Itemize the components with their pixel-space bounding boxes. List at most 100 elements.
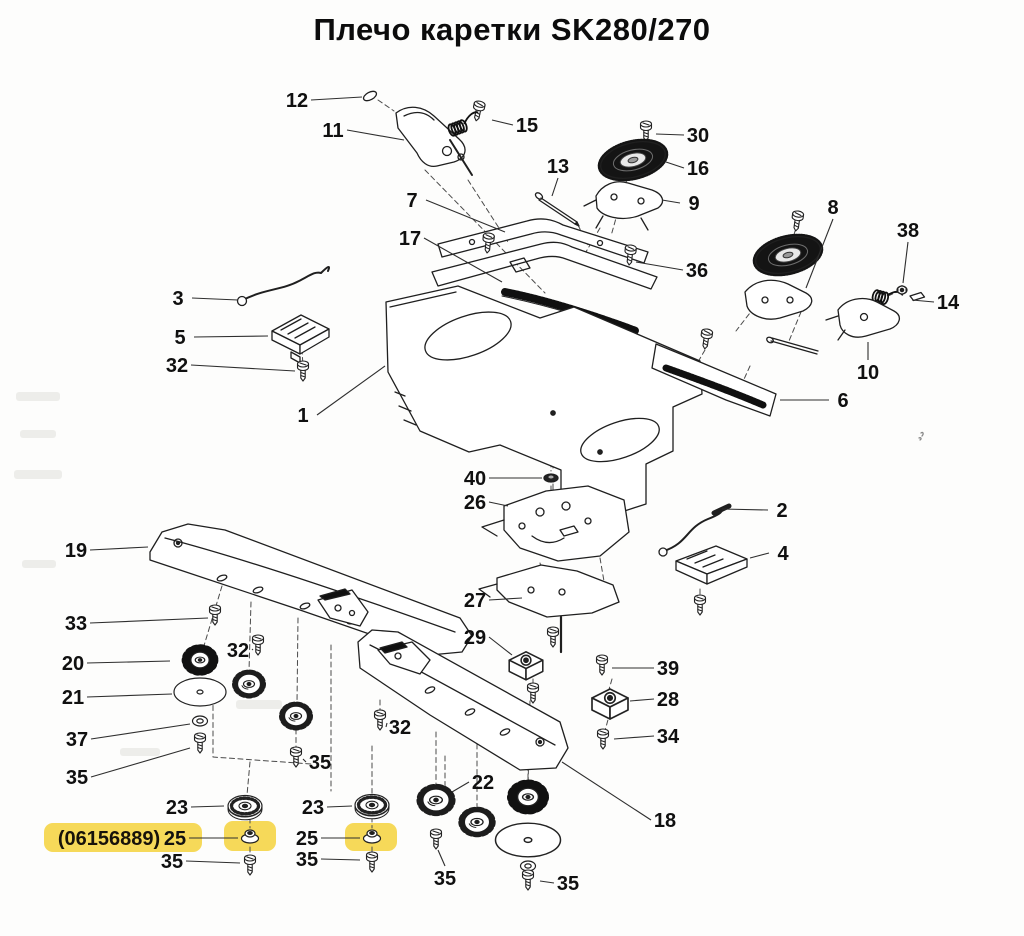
part-8-brush-assembly	[744, 209, 828, 320]
callout-35-label: 35	[161, 851, 183, 873]
callout-34-label: 34	[657, 726, 680, 748]
callout-5-label: 5	[174, 327, 185, 349]
callout-13-label: 13	[547, 156, 569, 178]
part-2-wire	[658, 503, 732, 557]
page-title: Плечо каретки SK280/270	[313, 12, 711, 47]
callout-23-label: 23	[166, 797, 188, 819]
callout-35-label: 35	[296, 849, 318, 871]
callout-32-label: 32	[389, 717, 411, 739]
callout-11-leader	[346, 129, 405, 141]
callout-8-label: 8	[827, 197, 838, 219]
part-26-plate	[481, 485, 630, 562]
callout-28-leader	[629, 698, 655, 702]
callout-14-leader	[911, 299, 935, 303]
callout-30-label: 30	[687, 125, 709, 147]
callout-2-label: 2	[776, 500, 787, 522]
part-27-plate	[478, 564, 620, 654]
callout-6-label: 6	[837, 390, 848, 412]
callout-15-leader	[491, 119, 514, 126]
callout-35-leader	[90, 747, 191, 778]
callout-14-label: 14	[937, 292, 960, 314]
callout-4-leader	[749, 552, 770, 559]
callout-1-leader	[316, 365, 386, 416]
callout-22-label: 22	[472, 772, 494, 794]
callout-13-leader	[551, 177, 559, 197]
callout-21-label: 21	[62, 687, 84, 709]
callout-35-label: 35	[557, 873, 579, 895]
scan-artifacts	[14, 392, 282, 756]
callout-35-leader	[437, 849, 446, 867]
callout-20-leader	[86, 660, 171, 664]
part-4-block	[675, 545, 748, 616]
callout-35-label: 35	[66, 767, 88, 789]
callout-35-leader	[320, 858, 361, 861]
callout-9-label: 9	[688, 193, 699, 215]
callout-32-leader	[190, 364, 296, 372]
callout-27-leader	[488, 597, 523, 601]
callout-23-leader	[190, 805, 225, 808]
callout-11-label: 11	[322, 120, 343, 142]
callout-10-label: 10	[857, 362, 879, 384]
callout-25-label: 25	[296, 828, 318, 850]
callout-19-label: 19	[65, 540, 87, 562]
callout-15-label: 15	[516, 115, 538, 137]
callout-29-label: 29	[464, 627, 486, 649]
part-29-block	[508, 650, 544, 704]
callout-37-leader	[90, 723, 191, 740]
part-28-block	[591, 654, 629, 750]
callout-16-leader	[665, 161, 685, 169]
callout-26-leader	[488, 501, 509, 507]
callout-35-leader	[302, 758, 307, 763]
callout-9-leader	[661, 199, 681, 204]
callout-30-leader	[655, 133, 685, 136]
callout-39-label: 39	[657, 658, 679, 680]
part-19-arm	[149, 523, 473, 656]
part-18-arm	[357, 629, 569, 771]
highlight-box-code	[44, 823, 202, 852]
callout-32-label: 32	[227, 640, 249, 662]
callout-20-label: 20	[62, 653, 84, 675]
callout-4-label: 4	[777, 543, 789, 565]
callout-38-leader	[902, 241, 909, 284]
callout-27-label: 27	[464, 590, 486, 612]
callout-32-leader	[385, 722, 388, 728]
callout-32-leader	[251, 648, 254, 651]
callout-34-leader	[613, 735, 655, 740]
callout-35-leader	[185, 860, 241, 864]
part-6-brush-plate	[651, 327, 777, 417]
callout-36-label: 36	[686, 260, 708, 282]
callout-18-leader	[561, 761, 652, 821]
highlighted-part-code: (06156889)	[58, 828, 160, 850]
callout-3-leader	[191, 297, 239, 301]
callout-22-leader	[451, 781, 470, 793]
callout-1-label: 1	[297, 405, 308, 427]
callout-8-leader	[805, 218, 834, 289]
tiny-mark	[918, 431, 924, 441]
callout-21-leader	[86, 693, 173, 698]
callout-2-leader	[721, 508, 769, 511]
callout-40-label: 40	[464, 468, 486, 490]
part-15-spring	[447, 99, 487, 176]
callout-19-leader	[89, 546, 149, 551]
callout-12-label: 12	[286, 90, 308, 112]
callout-36-leader	[635, 261, 684, 271]
callout-28-label: 28	[657, 689, 679, 711]
part-40-grommet	[543, 473, 559, 483]
part-1-main-plate	[385, 285, 703, 517]
callout-23-leader	[326, 805, 353, 808]
callout-29-leader	[488, 636, 513, 656]
callout-35-label: 35	[309, 752, 331, 774]
callout-37-label: 37	[66, 729, 88, 751]
part-5-block	[271, 314, 330, 382]
callout-17-label: 17	[399, 228, 421, 250]
part-10-bracket	[766, 297, 900, 355]
part-3-wire	[236, 265, 331, 307]
callout-18-label: 18	[654, 810, 676, 832]
callout-7-leader	[425, 199, 506, 233]
callout-35-label: 35	[434, 868, 456, 890]
callout-16-label: 16	[687, 158, 709, 180]
callout-38-label: 38	[897, 220, 919, 242]
